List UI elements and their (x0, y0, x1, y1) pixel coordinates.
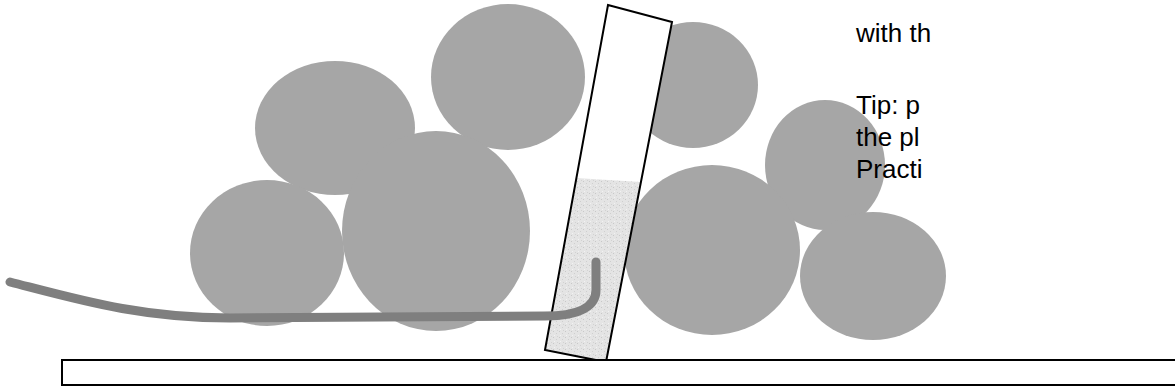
hose (10, 262, 596, 318)
tube-outline (545, 5, 672, 362)
note-text: Practi (856, 154, 922, 184)
stone (190, 180, 344, 326)
stone (431, 4, 585, 150)
stone (800, 212, 946, 340)
base-plate (62, 360, 1175, 385)
note-text: the pl (856, 122, 920, 152)
stone (624, 165, 800, 335)
note-text: Tip: p (856, 90, 920, 120)
note-text: with th (856, 18, 931, 48)
tube-body (545, 5, 672, 362)
stone (342, 131, 530, 331)
